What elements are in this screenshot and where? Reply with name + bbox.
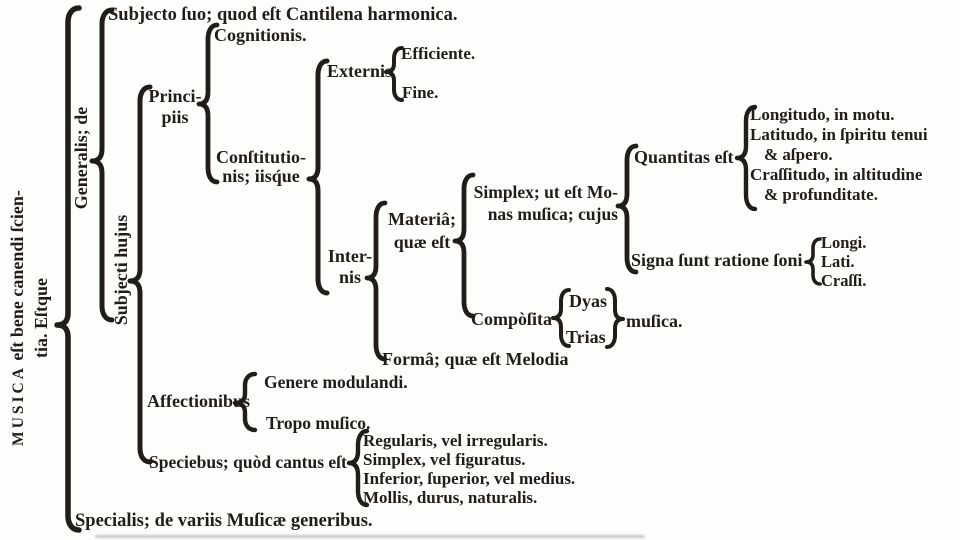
list-item: Lati.	[821, 252, 855, 271]
node-speciebus: Speciebus; quòd cantus eſt	[149, 452, 347, 472]
node-signa: Signa ſunt ratione ſoni	[631, 250, 803, 270]
musica-line1: Musica eſt bene canendi ſcien-	[6, 163, 30, 473]
list-item: Craſſi.	[821, 271, 867, 290]
node-trias: Trias	[566, 327, 606, 347]
list-item: & aſpero.	[764, 145, 833, 164]
signa-items: Longi. Lati. Craſſi.	[821, 233, 866, 290]
brace-signa	[804, 237, 822, 286]
brace-generalis	[89, 7, 115, 323]
scan-artifact	[95, 535, 645, 538]
list-item: Inferior, ſuperior, vel medius.	[363, 469, 576, 488]
node-subjecti-hujus: Subjecti hujus	[111, 214, 131, 326]
node-constitutionis: Conſtitutio- nis; iisq́ue	[216, 147, 306, 186]
list-item: Latitudo, in ſpiritu tenui	[750, 125, 928, 144]
node-specialis: Specialis; de variis Muſicæ generibus.	[75, 511, 373, 531]
speciebus-items: Regularis, vel irregularis. Simplex, vel…	[363, 431, 575, 507]
musica-line1-rest: eſt bene canendi ſcien-	[7, 190, 27, 361]
list-item: Mollis, durus, naturalis.	[363, 488, 538, 507]
node-principiis: Princi- piis	[148, 86, 202, 127]
node-musica-root: Musica eſt bene canendi ſcien- tia. Eſtq…	[6, 163, 52, 473]
node-musica-suffix: muſica.	[626, 311, 683, 331]
node-simplex-monas: Simplex; ut eſt Mo- nas muſica; cujus	[473, 182, 618, 224]
node-dyas: Dyas	[569, 291, 608, 311]
node-externis: Externis	[327, 61, 392, 81]
node-efficiente: Efficiente.	[401, 44, 476, 63]
list-item: Simplex, vel figuratus.	[363, 450, 526, 469]
list-item: & profunditate.	[764, 185, 878, 204]
node-internis: Inter- nis	[327, 246, 373, 287]
node-composita: Compòſita	[471, 309, 552, 329]
musica-line2: tia. Eſtque	[31, 278, 51, 359]
node-quantitas: Quantitas eſt	[634, 147, 734, 167]
node-genere-modulandi: Genere modulandi.	[264, 372, 408, 392]
list-item: Regularis, vel irregularis.	[363, 431, 548, 450]
node-cognitionis: Cognitionis.	[214, 25, 307, 45]
node-generalis: Generalis; de	[71, 106, 91, 210]
list-item: Craſſitudo, in altitudine	[750, 165, 923, 184]
brace-musica	[54, 5, 82, 533]
node-affectionibus: Affectionibus	[147, 391, 250, 411]
list-item: Longi.	[821, 233, 867, 252]
node-subjecto-suo: Subjecto ſuo; quod eſt Cantilena harmoni…	[108, 5, 458, 25]
node-tropo-musico: Tropo muſico.	[266, 413, 371, 433]
node-forma: Formâ; quæ eſt Melodia	[382, 349, 569, 369]
node-fine: Fine.	[402, 83, 439, 102]
quantitas-items: Longitudo, in motu. Latitudo, in ſpiritu…	[750, 105, 928, 205]
brace-composita-close	[605, 287, 625, 349]
musica-word: Musica	[10, 365, 27, 446]
list-item: Longitudo, in motu.	[750, 105, 895, 124]
node-materia: Materiâ; quæ eſt	[388, 209, 456, 252]
